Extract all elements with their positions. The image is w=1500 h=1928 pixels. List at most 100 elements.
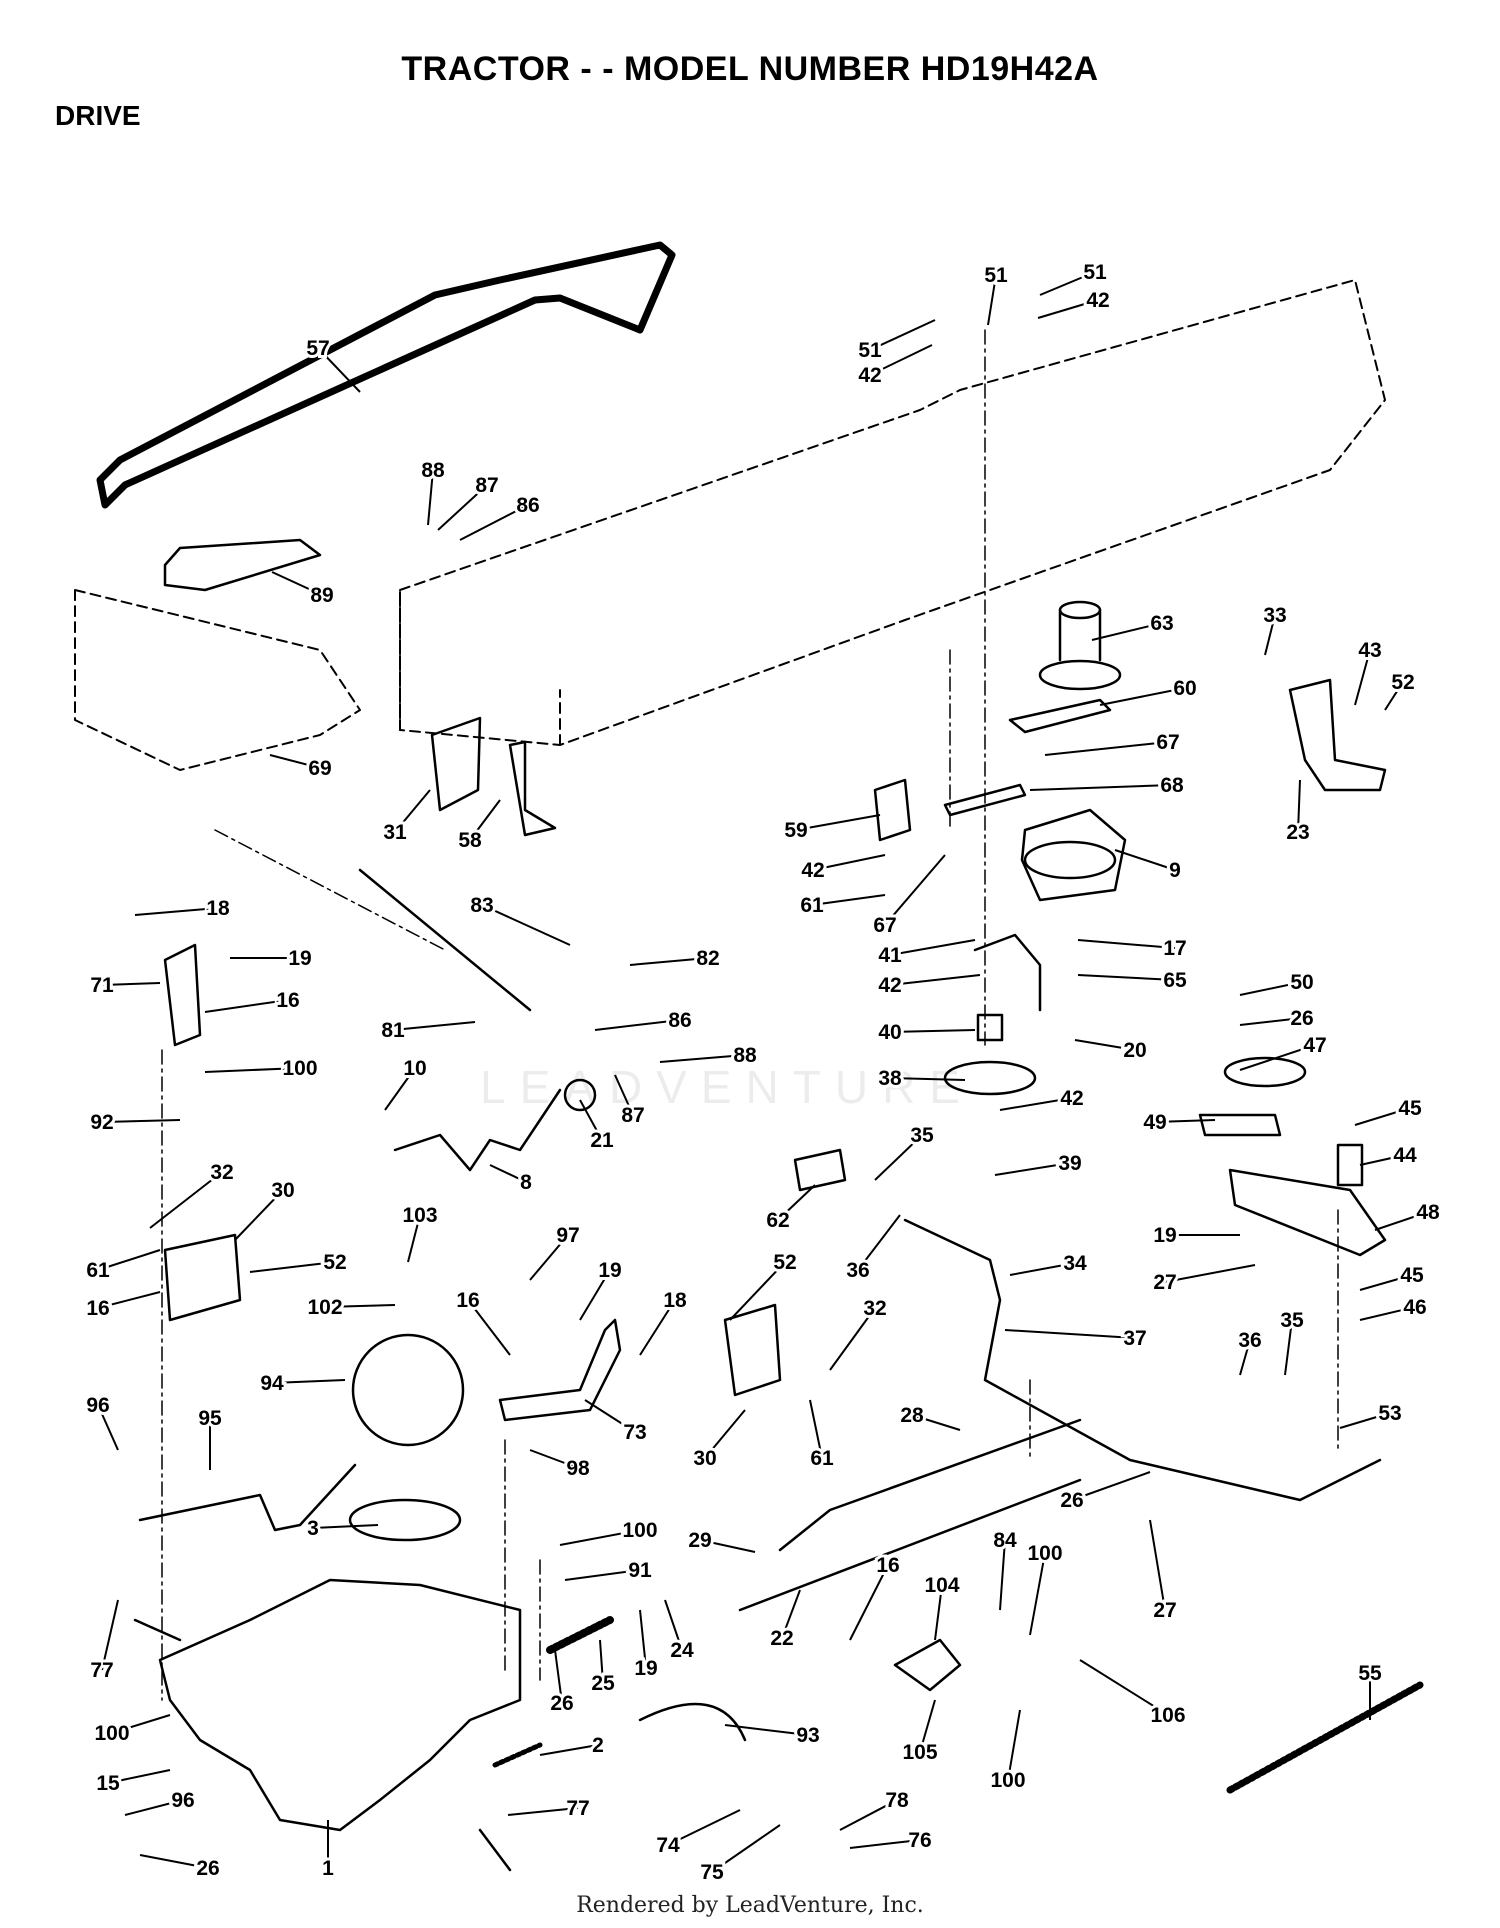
callout-label: 41 xyxy=(878,944,902,967)
callout-label: 89 xyxy=(310,584,333,607)
callout-label: 21 xyxy=(590,1129,614,1152)
callout-leader-line xyxy=(394,789,431,833)
callout-label: 36 xyxy=(846,1259,869,1282)
callout-leader-line xyxy=(1091,622,1163,641)
callout-label: 103 xyxy=(402,1204,437,1227)
callout-label: 58 xyxy=(458,829,482,852)
callout-label: 95 xyxy=(198,1407,222,1430)
transaxle-1 xyxy=(158,1578,522,1832)
callout-label: 67 xyxy=(1156,731,1179,754)
callout-label: 98 xyxy=(566,1457,590,1480)
callout-label-halo: 52 xyxy=(323,1251,346,1274)
bracket-73 xyxy=(498,1318,622,1422)
callout-label-halo: 105 xyxy=(902,1741,937,1764)
callout-label-halo: 82 xyxy=(696,947,719,970)
callout-leader-line xyxy=(889,1029,976,1033)
callout-label: 38 xyxy=(878,1067,902,1090)
callout-leader-line xyxy=(317,347,361,393)
callout-label-halo: 10 xyxy=(403,1057,426,1080)
callout-leader-line xyxy=(869,344,933,376)
callout-label-halo: 15 xyxy=(96,1772,120,1795)
callout-leader-line xyxy=(1007,1709,1021,1781)
callout-label: 35 xyxy=(1280,1309,1304,1332)
callout-label: 18 xyxy=(663,1289,687,1312)
shift-lever-8 xyxy=(393,1088,562,1172)
rod-28 xyxy=(778,1418,1082,1552)
callout-leader-line xyxy=(1029,1552,1046,1636)
callout-label-halo: 42 xyxy=(878,974,901,997)
callout-label-halo: 49 xyxy=(1143,1111,1166,1134)
callout-label-halo: 16 xyxy=(456,1289,479,1312)
callout-label: 106 xyxy=(1150,1704,1185,1727)
callout-leader-line xyxy=(1071,1471,1151,1501)
callout-label-halo: 47 xyxy=(1303,1034,1326,1057)
callout-label: 20 xyxy=(1123,1039,1146,1062)
callout-label: 26 xyxy=(1060,1489,1083,1512)
callout-leader-line xyxy=(204,1067,301,1073)
callout-leader-line xyxy=(659,1054,746,1063)
callout-label-halo: 26 xyxy=(196,1857,219,1880)
idler-arm-48 xyxy=(1228,1168,1387,1257)
callout-leader-line xyxy=(539,1744,599,1756)
callout-label: 96 xyxy=(86,1394,109,1417)
callout-label-halo: 71 xyxy=(90,974,114,997)
callout-label-halo: 87 xyxy=(621,1104,644,1127)
callout-label: 2 xyxy=(592,1734,604,1757)
callout-label-halo: 97 xyxy=(556,1224,579,1247)
callout-label: 25 xyxy=(591,1672,615,1695)
bracket-60 xyxy=(1008,698,1112,734)
callout-leader-line xyxy=(124,1799,184,1816)
callout-label-halo: 51 xyxy=(984,264,1008,287)
callout-label: 57 xyxy=(306,337,329,360)
callout-label: 77 xyxy=(566,1797,589,1820)
callout-label-halo: 98 xyxy=(566,1457,590,1480)
callout-label-halo: 19 xyxy=(634,1657,657,1680)
callout-leader-line xyxy=(437,484,488,531)
callout-3: 33 xyxy=(304,1514,379,1543)
callout-leader-line xyxy=(829,1307,876,1371)
callout-label-halo: 87 xyxy=(475,474,498,497)
callout-leader-line xyxy=(999,1097,1073,1111)
callout-leader-line xyxy=(1077,939,1176,949)
callout-label: 63 xyxy=(1150,612,1173,635)
callout-label: 53 xyxy=(1378,1402,1401,1425)
callout-label: 34 xyxy=(1063,1252,1087,1275)
callout-leader-line xyxy=(849,1839,921,1849)
callout-label: 35 xyxy=(910,1124,934,1147)
callout-leader-line xyxy=(1044,741,1169,756)
callout-leader-line xyxy=(139,1854,209,1869)
callout-label-halo: 52 xyxy=(773,1251,796,1274)
clutch-9 xyxy=(1020,808,1127,902)
callout-label: 100 xyxy=(990,1769,1025,1792)
callout-label: 45 xyxy=(1398,1097,1422,1120)
callout-label-halo: 74 xyxy=(656,1834,680,1857)
callout-label-halo: 25 xyxy=(591,1672,615,1695)
callout-leader-line xyxy=(271,1379,346,1384)
callout-leader-line xyxy=(889,939,976,956)
callout-leader-line xyxy=(134,907,219,916)
callout-label-halo: 28 xyxy=(900,1404,924,1427)
callout-label-halo: 59 xyxy=(784,819,807,842)
callout-label: 26 xyxy=(550,1692,573,1715)
callout-leader-line xyxy=(97,1291,161,1309)
callout-leader-line xyxy=(629,957,709,966)
callout-label: 46 xyxy=(1403,1296,1426,1319)
callout-label-halo: 92 xyxy=(90,1111,113,1134)
callout-label-halo: 53 xyxy=(1378,1402,1401,1425)
rod-95 xyxy=(138,1463,357,1532)
